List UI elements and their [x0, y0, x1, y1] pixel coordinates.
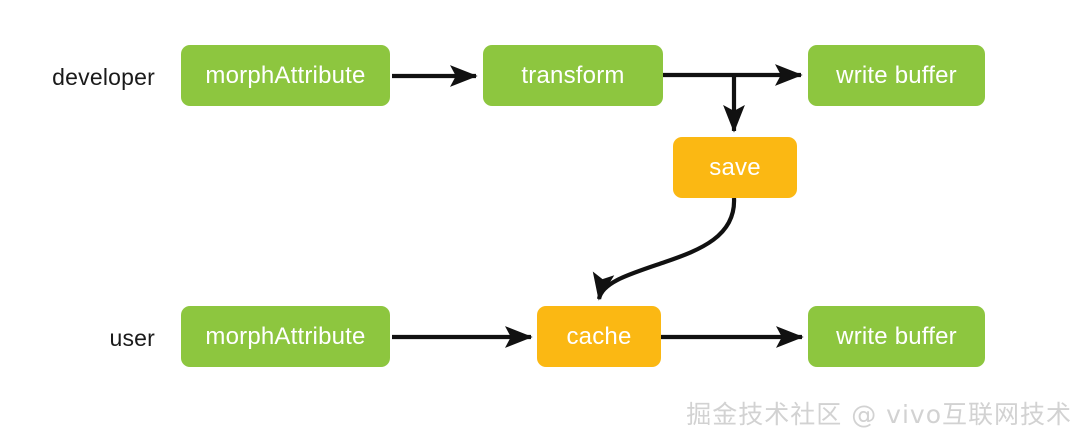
- lane-label-developer: developer: [52, 64, 155, 90]
- node-dev-write-buffer[interactable]: write buffer: [808, 45, 985, 106]
- node-user-cache[interactable]: cache: [537, 306, 661, 367]
- node-user-morph-attribute[interactable]: morphAttribute: [181, 306, 390, 367]
- edge-save-to-cache: [592, 197, 737, 301]
- lane-label-user: user: [109, 325, 155, 351]
- watermark-text: 掘金技术社区 @ vivo互联网技术: [686, 400, 1072, 429]
- node-dev-morph-attribute[interactable]: morphAttribute: [181, 45, 390, 106]
- node-user-write-buffer[interactable]: write buffer: [808, 306, 985, 367]
- node-save[interactable]: save: [673, 137, 797, 198]
- node-dev-transform[interactable]: transform: [483, 45, 663, 106]
